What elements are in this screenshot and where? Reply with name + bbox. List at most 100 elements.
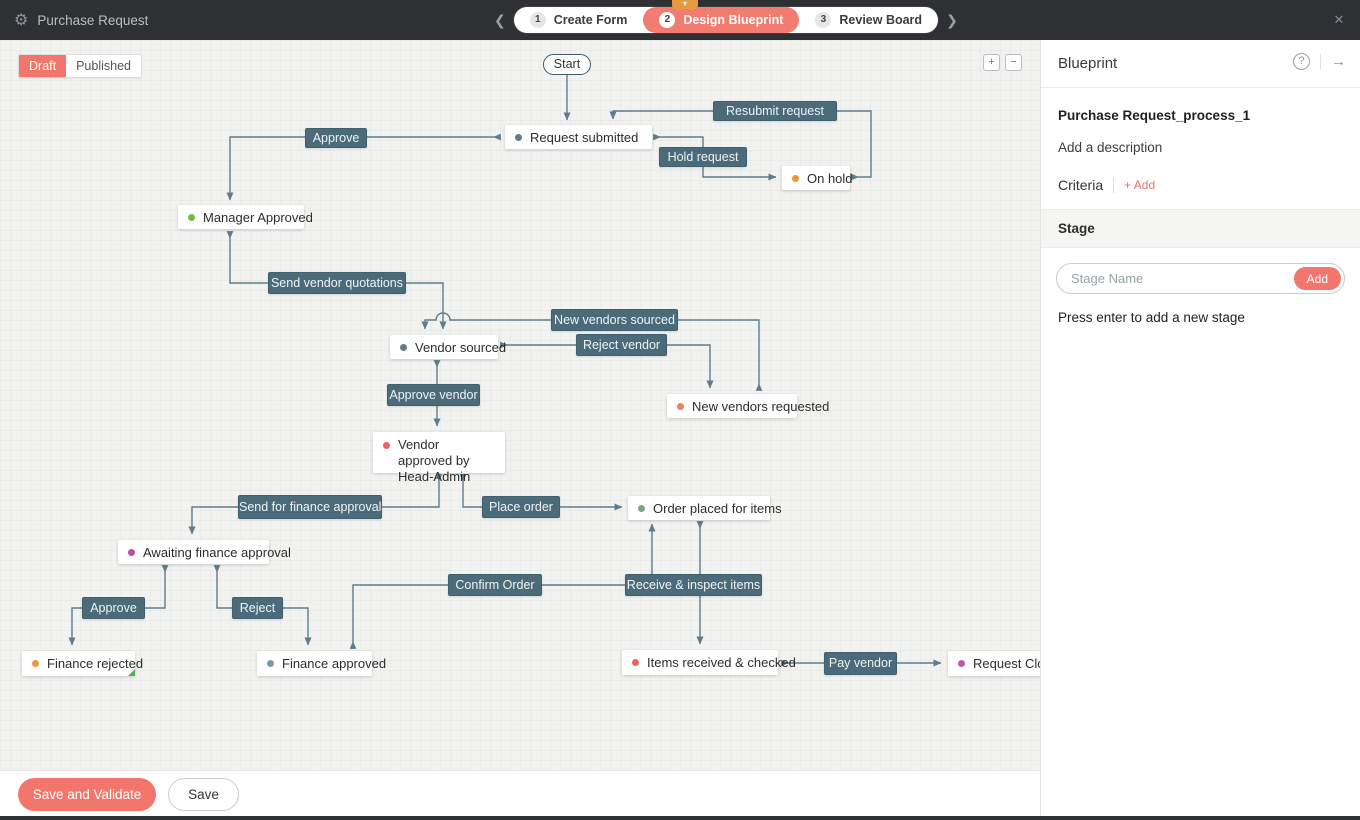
- stepper-prev-icon[interactable]: ❮: [494, 11, 506, 28]
- state-status-dot: [677, 402, 684, 410]
- state-label: New vendors requested: [692, 398, 830, 414]
- start-node[interactable]: Start: [543, 54, 591, 75]
- panel-title: Blueprint: [1058, 55, 1118, 72]
- state-node[interactable]: Awaiting finance approval: [118, 540, 291, 564]
- state-status-dot: [792, 174, 799, 182]
- page-title: Purchase Request: [37, 12, 149, 28]
- state-node[interactable]: Vendor approved by Head-Admin: [373, 432, 505, 484]
- transition-node[interactable]: Confirm Order: [448, 574, 542, 596]
- transition-node[interactable]: New vendors sourced: [551, 309, 678, 331]
- stage-add-button[interactable]: Add: [1293, 267, 1341, 290]
- state-label: Items received & checked: [647, 655, 796, 670]
- state-status-dot: [515, 133, 522, 141]
- step-number: 3: [815, 12, 832, 28]
- stage-hint-text: Press enter to add a new stage: [1058, 310, 1245, 325]
- app-gear-icon: ⚙: [14, 12, 29, 29]
- criteria-divider: [1113, 177, 1115, 193]
- stage-input-wrap: Add: [1056, 263, 1345, 294]
- step-review-board[interactable]: 3 Review Board: [799, 7, 938, 33]
- transition-node[interactable]: Reject vendor: [576, 334, 667, 356]
- footer-bar: Save and Validate Save: [0, 770, 1040, 816]
- state-label: Vendor approved by Head-Admin: [398, 437, 471, 484]
- state-node[interactable]: On hold: [782, 166, 853, 190]
- state-status-dot: [128, 548, 135, 556]
- help-icon[interactable]: ?: [1293, 53, 1310, 70]
- step-number: 1: [529, 12, 546, 28]
- state-node[interactable]: Manager Approved: [178, 205, 313, 229]
- stepper-next-icon[interactable]: ❯: [946, 11, 958, 28]
- state-status-dot: [638, 504, 645, 512]
- state-status-dot: [958, 660, 965, 667]
- stage-section-header: Stage: [1041, 209, 1360, 248]
- stage-name-input[interactable]: [1071, 264, 1286, 293]
- state-label: On hold: [807, 170, 853, 186]
- transition-node[interactable]: Resubmit request: [713, 101, 837, 121]
- state-status-dot: [383, 442, 390, 449]
- stepper: ❮ 1 Create Form 2 Design Blueprint 3 Review B…: [486, 0, 966, 33]
- state-status-dot: [267, 660, 274, 667]
- step-number: 2: [659, 12, 676, 28]
- active-step-marker: ▾: [672, 0, 698, 10]
- state-node[interactable]: Request submitted: [505, 125, 652, 149]
- state-node[interactable]: Items received & checked: [622, 650, 796, 675]
- transition-node[interactable]: Hold request: [659, 147, 747, 167]
- step-create-form[interactable]: 1 Create Form: [514, 7, 644, 33]
- chevron-down-icon: ▾: [682, 0, 687, 8]
- transition-node[interactable]: Place order: [482, 496, 560, 518]
- transition-node[interactable]: Send vendor quotations: [268, 272, 406, 294]
- mode-tab-draft[interactable]: Draft: [19, 55, 67, 77]
- save-button[interactable]: Save: [168, 778, 239, 811]
- close-icon[interactable]: ✕: [1333, 12, 1345, 27]
- transition-node[interactable]: Receive & inspect items: [625, 574, 762, 596]
- state-label: Manager Approved: [203, 209, 313, 225]
- step-label: Design Blueprint: [683, 13, 784, 27]
- transition-node[interactable]: Pay vendor: [824, 652, 897, 675]
- transition-node[interactable]: Send for finance approval: [238, 495, 382, 519]
- criteria-row: Criteria + Add: [1041, 155, 1360, 193]
- header-divider: [1320, 53, 1321, 70]
- state-node[interactable]: Vendor sourced: [390, 335, 506, 359]
- state-node[interactable]: Finance rejected: [22, 651, 143, 676]
- transition-node[interactable]: Approve vendor: [387, 384, 480, 406]
- app-title-group: ⚙ Purchase Request: [14, 0, 148, 40]
- state-label: Request Closed: [973, 656, 1040, 671]
- criteria-add-link[interactable]: + Add: [1124, 178, 1156, 192]
- resize-handle-icon[interactable]: [128, 669, 135, 676]
- step-design-blueprint[interactable]: 2 Design Blueprint: [643, 7, 800, 33]
- state-label: Awaiting finance approval: [143, 544, 291, 560]
- state-status-dot: [32, 660, 39, 667]
- zoom-controls: + −: [983, 54, 1022, 71]
- add-description-link[interactable]: Add a description: [1058, 140, 1163, 155]
- state-label: Vendor sourced: [415, 339, 507, 355]
- state-node[interactable]: Finance approved: [257, 651, 386, 676]
- state-node[interactable]: Request Closed: [948, 651, 1040, 676]
- step-label: Review Board: [839, 13, 923, 27]
- transition-node[interactable]: Approve: [305, 128, 367, 148]
- transition-node[interactable]: Approve: [82, 597, 145, 619]
- state-status-dot: [188, 213, 195, 221]
- state-label: Finance approved: [282, 656, 387, 671]
- state-status-dot: [400, 343, 407, 351]
- top-bar: ⚙ Purchase Request ❮ 1 Create Form 2 Design…: [0, 0, 1360, 40]
- state-status-dot: [632, 659, 639, 666]
- transition-node[interactable]: Reject: [232, 597, 283, 619]
- state-label: Request submitted: [530, 129, 639, 145]
- zoom-out-icon[interactable]: −: [1005, 54, 1022, 71]
- step-label: Create Form: [553, 13, 628, 27]
- state-label: Finance rejected: [47, 656, 144, 671]
- mode-tab-published[interactable]: Published: [66, 55, 141, 77]
- zoom-in-icon[interactable]: +: [983, 54, 1000, 71]
- collapse-panel-icon[interactable]: →: [1331, 53, 1346, 70]
- state-label: Order placed for items: [653, 500, 782, 516]
- process-name[interactable]: Purchase Request_process_1: [1058, 108, 1251, 123]
- panel-header: Blueprint ? →: [1041, 40, 1360, 88]
- save-and-validate-button[interactable]: Save and Validate: [18, 778, 156, 811]
- state-node[interactable]: Order placed for items: [628, 496, 782, 520]
- criteria-label: Criteria: [1058, 177, 1104, 193]
- blueprint-panel: Blueprint ? → Purchase Request_process_1…: [1040, 40, 1360, 816]
- state-node[interactable]: New vendors requested: [667, 394, 829, 418]
- bottom-strip: [0, 816, 1360, 820]
